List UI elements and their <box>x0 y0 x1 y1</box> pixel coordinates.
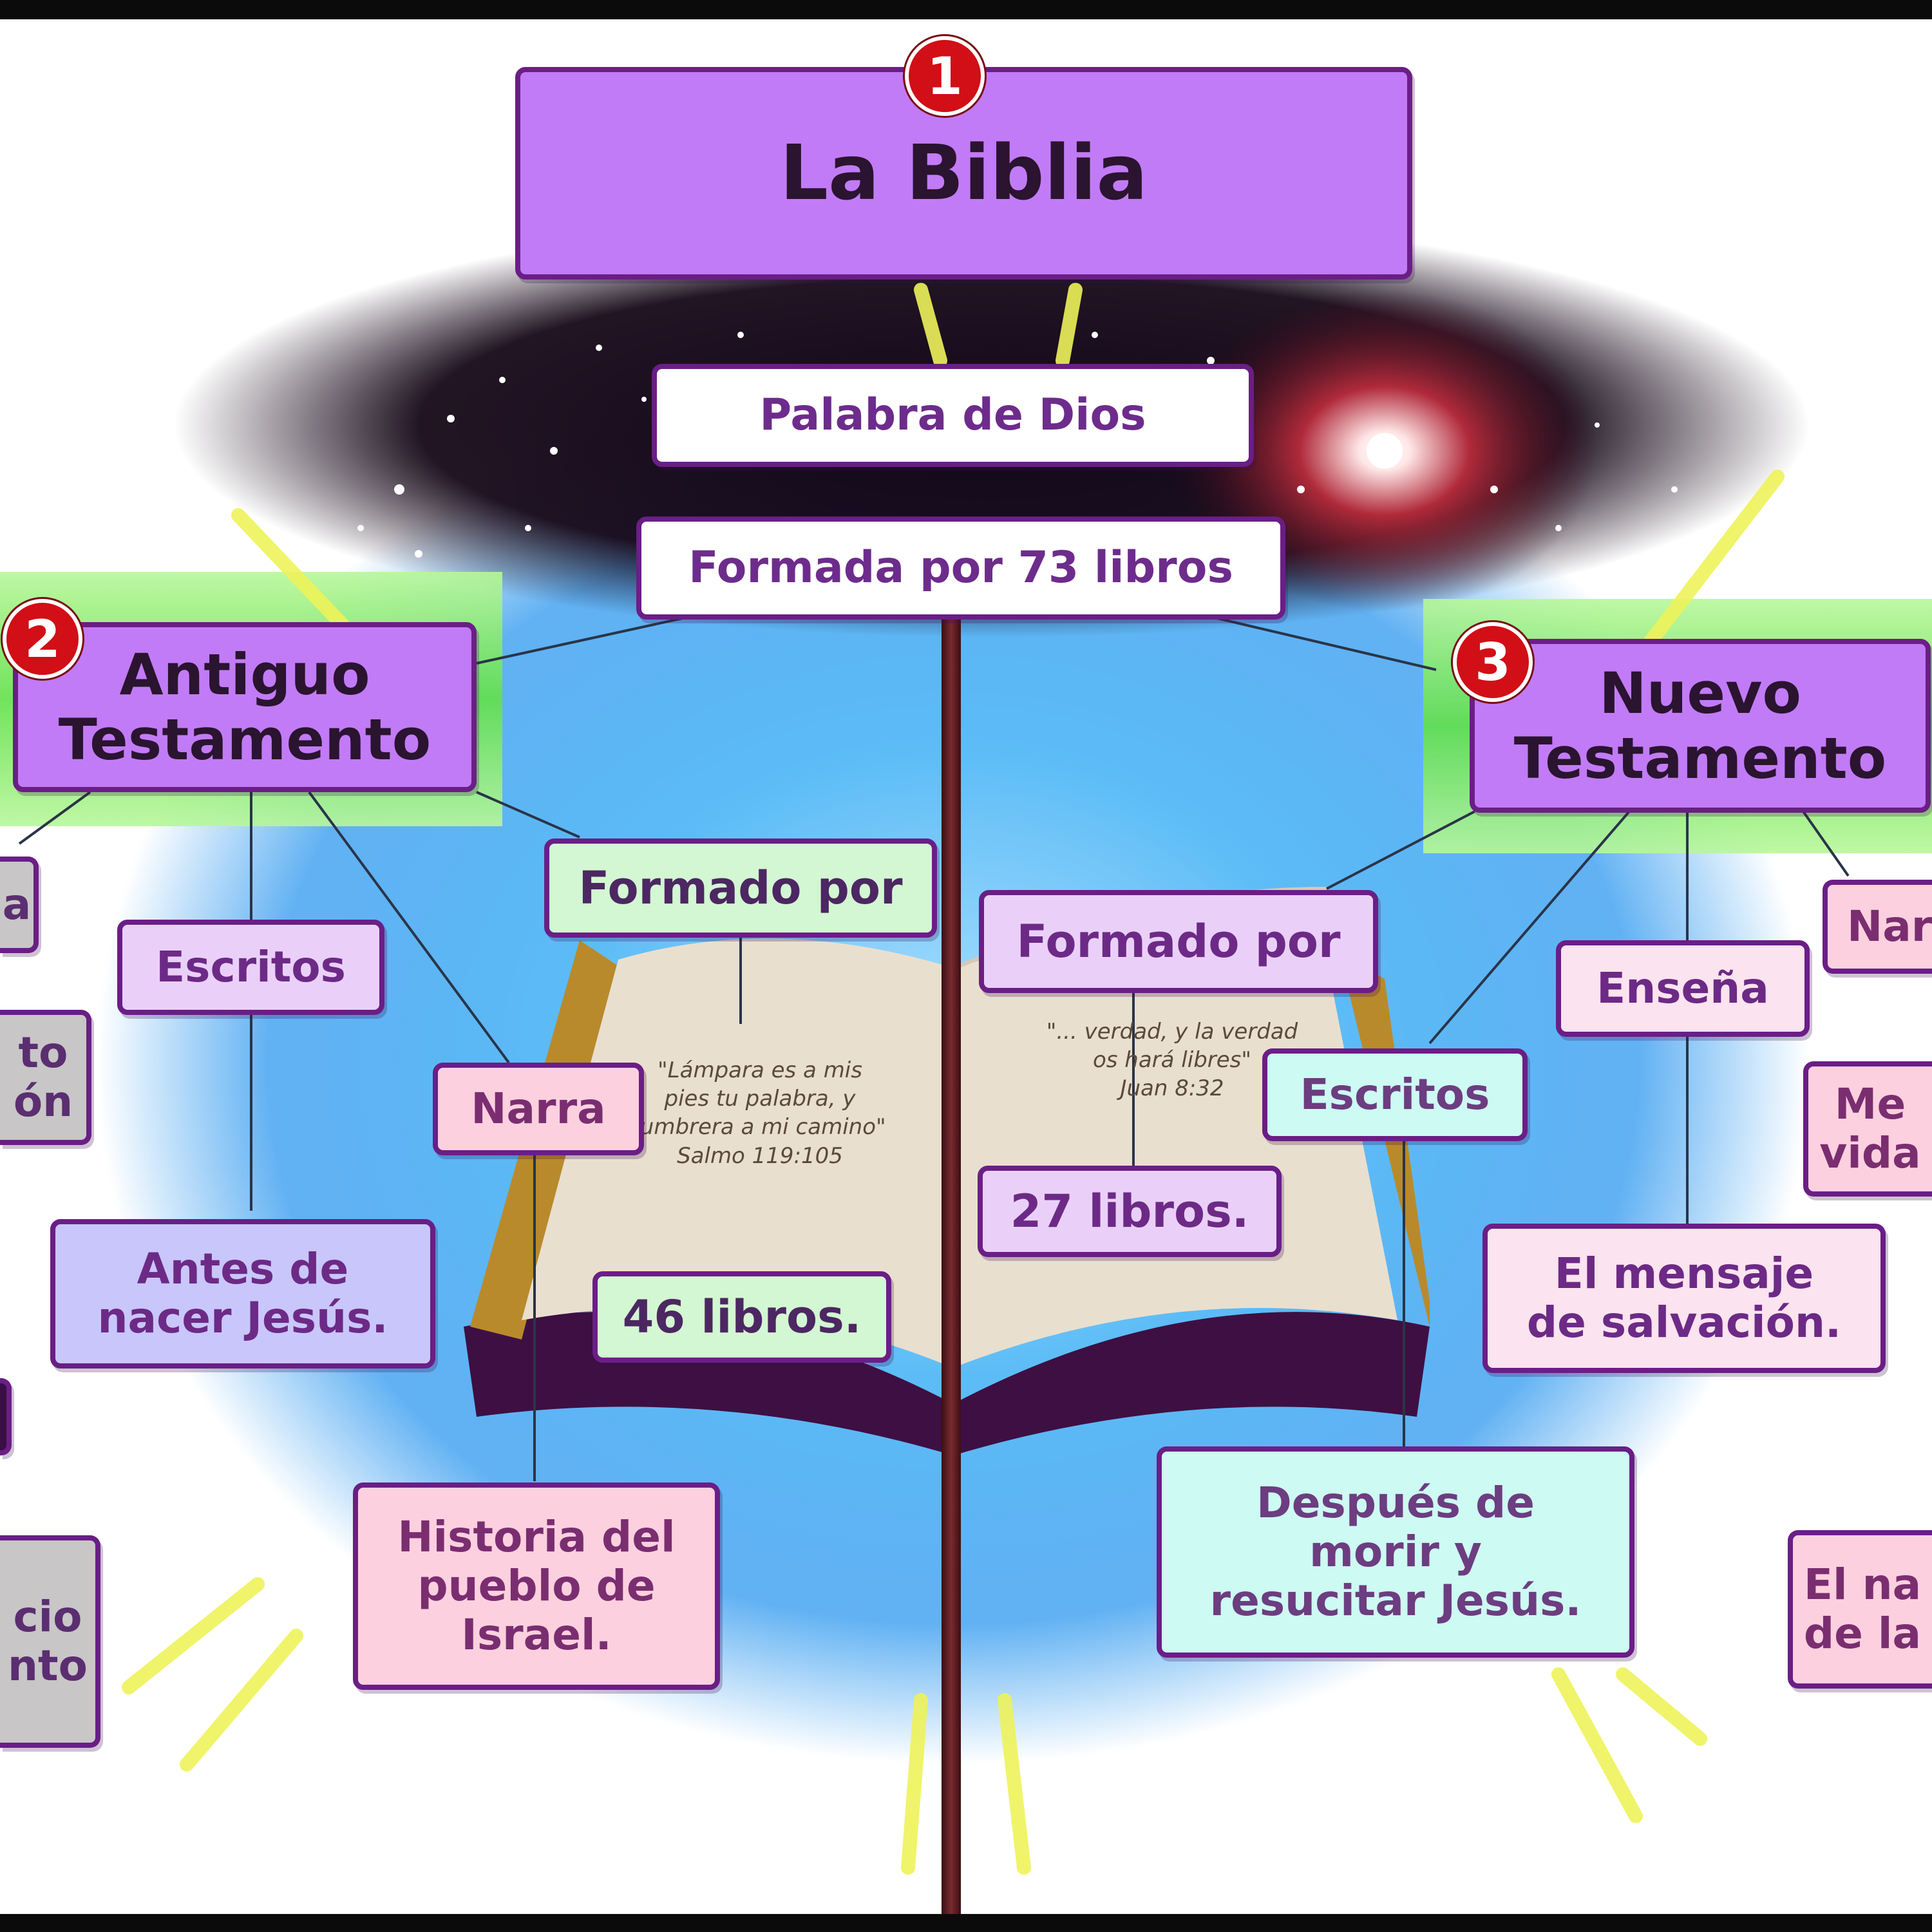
node-right-cut-bottom: El na de la <box>1788 1530 1932 1689</box>
node-left-cut-top: a <box>0 857 39 953</box>
light-rays <box>122 283 1785 1875</box>
node-nuevo-testamento: Nuevo Testamento <box>1470 639 1931 813</box>
node-ensena: Enseña <box>1556 940 1810 1037</box>
connector-lines <box>18 617 1850 1481</box>
node-46-libros: 46 libros. <box>592 1271 891 1363</box>
root-node-la-biblia: La Biblia <box>515 67 1412 279</box>
node-antes-de-nacer-jesus: Antes de nacer Jesús. <box>50 1219 435 1368</box>
node-narra: Narra <box>433 1063 644 1155</box>
bright-star <box>1367 433 1403 469</box>
node-right-cut-middle: Me vida <box>1803 1061 1932 1197</box>
node-27-libros: 27 libros. <box>978 1166 1282 1257</box>
node-historia-del-pueblo-de-israel: Historia del pueblo de Israel. <box>353 1482 720 1690</box>
node-palabra-de-dios: Palabra de Dios <box>652 364 1254 467</box>
node-ot-escritos: Escritos <box>117 920 384 1015</box>
center-spine <box>942 618 961 1919</box>
badge-3: 3 <box>1453 622 1533 702</box>
book-quote-right: "... verdad, y la verdad os hará libres"… <box>1046 1019 1298 1102</box>
badge-1: 1 <box>905 36 985 116</box>
node-left-cut-bottom: cio nto <box>0 1535 100 1748</box>
root-title: La Biblia <box>779 128 1148 218</box>
node-nt-formado-por: Formado por <box>979 890 1378 993</box>
node-right-cut-narra: Nar <box>1823 880 1932 974</box>
bottom-frame-bar <box>0 1914 1932 1932</box>
node-despues-de-morir-y-resucitar-jesus: Después de morir y resucitar Jesús. <box>1157 1446 1634 1658</box>
top-frame-bar <box>0 0 1932 19</box>
node-left-cut-small <box>0 1378 12 1455</box>
node-antiguo-testamento: Antiguo Testamento <box>13 622 477 792</box>
badge-2: 2 <box>3 599 82 679</box>
node-left-cut-middle: to ón <box>0 1010 91 1145</box>
node-formada-por-73-libros: Formada por 73 libros <box>636 516 1285 620</box>
node-nt-escritos: Escritos <box>1262 1048 1528 1141</box>
node-el-mensaje-de-salvacion: El mensaje de salvación. <box>1482 1224 1886 1373</box>
book-quote-left: "Lámpara es a mis pies tu palabra, y lum… <box>634 1057 886 1169</box>
node-ot-formado-por: Formado por <box>544 838 937 938</box>
